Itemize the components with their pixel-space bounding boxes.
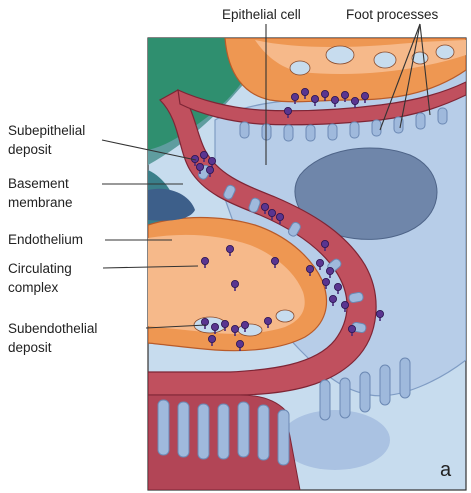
label-circulating-2: complex [8,279,58,296]
label-foot-processes: Foot processes [346,6,438,23]
label-endothelium: Endothelium [8,231,83,248]
label-subendothelial-1: Subendothelial [8,320,97,337]
label-epithelial-cell: Epithelial cell [222,6,301,23]
panel-letter: a [440,462,451,479]
label-basement-1: Basement [8,175,69,192]
label-subendothelial-2: deposit [8,339,52,356]
label-subepithelial-2: deposit [8,141,52,158]
label-basement-2: membrane [8,194,73,211]
label-circulating-1: Circulating [8,260,72,277]
label-subepithelial-1: Subepithelial [8,122,85,139]
